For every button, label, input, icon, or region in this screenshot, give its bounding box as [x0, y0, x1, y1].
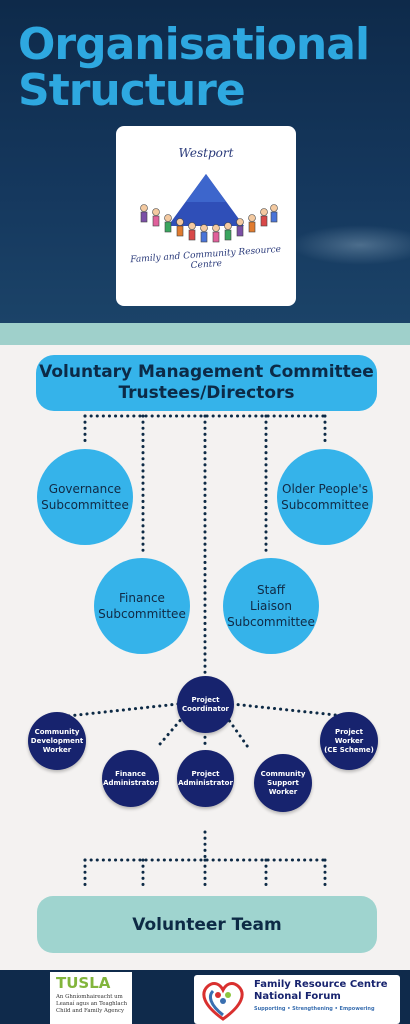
committee-subtitle: Trustees/Directors	[118, 383, 295, 403]
page-title: Organisational Structure	[18, 22, 398, 114]
logo-top-text: Westport	[178, 146, 234, 160]
divider-band	[0, 323, 410, 345]
tusla-logo: TUSLA An Ghníomhaireacht um Leanaí agus …	[50, 972, 132, 1024]
heart-people-icon	[202, 981, 244, 1021]
management-committee-box: Voluntary Management Committee Trustees/…	[36, 355, 377, 411]
committee-title: Voluntary Management Committee	[39, 362, 374, 382]
title-line-1: Organisational	[18, 19, 370, 70]
mountain-people-illustration	[140, 174, 278, 243]
frc-title: Family Resource Centre National Forum	[254, 979, 388, 1002]
frc-forum-logo: Family Resource Centre National Forum Su…	[194, 975, 400, 1024]
tusla-wordmark: TUSLA	[56, 974, 111, 992]
organisation-logo: Westport Family and Community Resource C…	[116, 126, 296, 306]
tusla-subtitle: An Ghníomhaireacht um Leanaí agus an Tea…	[56, 994, 128, 1014]
title-line-2: Structure	[18, 65, 246, 116]
frc-tagline: Supporting • Strengthening • Empowering	[254, 1006, 375, 1012]
volunteer-team-box: Volunteer Team	[37, 896, 377, 953]
